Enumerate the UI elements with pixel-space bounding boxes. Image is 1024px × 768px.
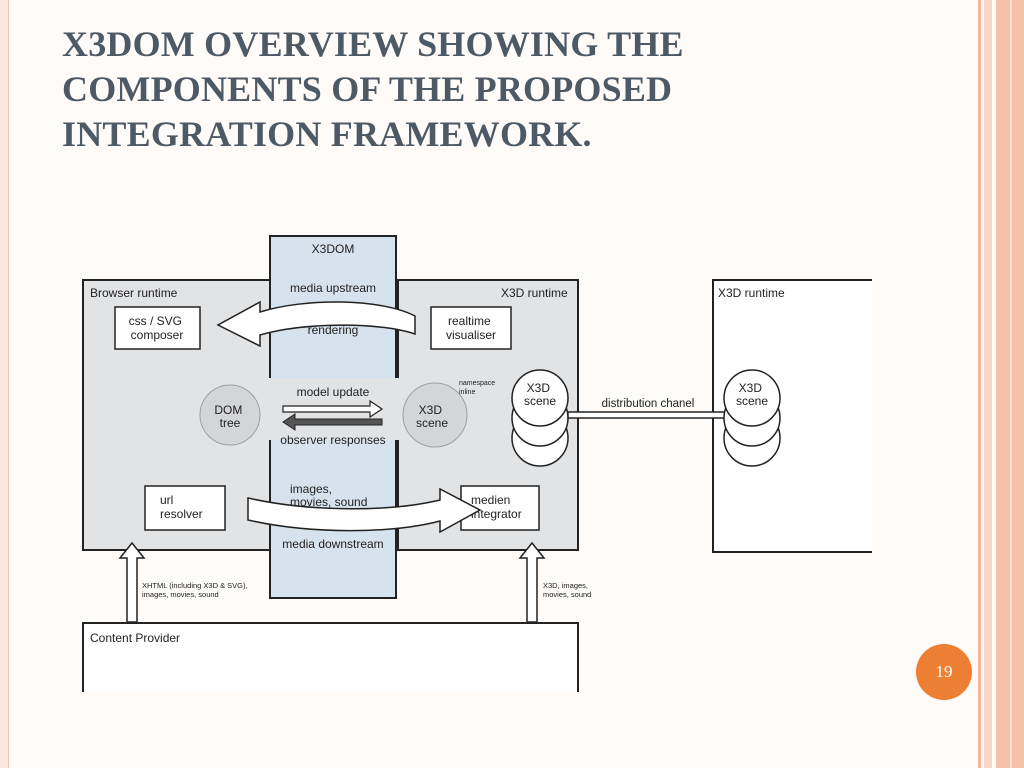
observer-responses-label: observer responses	[280, 433, 385, 447]
distribution-channel-bar	[567, 411, 727, 419]
realtime-visualiser-line: realtime	[448, 314, 491, 328]
dom-tree-node	[199, 384, 261, 446]
namespace-inline-line: namespace	[459, 380, 495, 387]
css-svg-composer-box	[114, 306, 201, 350]
dom-tree-line: tree	[220, 416, 241, 430]
css-svg-composer-label: css / SVG composer	[129, 314, 186, 342]
images-movies-sound-line: images,	[290, 482, 332, 496]
slide-title: X3DOM OVERVIEW SHOWING THE COMPONENTS OF…	[62, 24, 684, 154]
x3d-scene-inner-label: X3D scene	[416, 403, 448, 430]
x3d-scene-stack-line: X3D	[527, 381, 551, 395]
model-update-arrow	[282, 399, 384, 419]
x3d-scene-inner-node	[402, 382, 468, 448]
content-provider-box	[82, 622, 579, 692]
url-resolver-line: resolver	[160, 507, 203, 521]
left-decorative-border	[0, 0, 9, 768]
page-number-badge: 19	[916, 644, 972, 700]
realtime-visualiser-label: realtime visualiser	[446, 314, 496, 342]
url-resolver-line: url	[160, 493, 173, 507]
left-input-note: XHTML (including X3D & SVG), images, mov…	[142, 581, 250, 599]
x3d-scene-stack-disc	[511, 369, 569, 427]
x3d-scene-remote-disc	[723, 369, 781, 427]
x3d-runtime-label: X3D runtime	[501, 286, 568, 300]
media-upstream-label: media upstream	[290, 281, 376, 295]
x3d-scene-remote-line: scene	[736, 394, 768, 408]
dom-tree-label: DOM tree	[214, 403, 245, 430]
rendering-label: rendering	[308, 323, 359, 337]
media-downstream-label: media downstream	[282, 537, 383, 551]
realtime-visualiser-line: visualiser	[446, 328, 496, 342]
left-input-note-line: images, movies, sound	[142, 590, 219, 599]
browser-runtime-label: Browser runtime	[90, 286, 178, 300]
url-resolver-label: url resolver	[160, 493, 203, 521]
media-integrator-label: medien integrator	[471, 493, 522, 521]
right-input-arrow	[518, 541, 546, 623]
dom-tree-line: DOM	[214, 403, 242, 417]
x3d-scene-stack-label: X3D scene	[524, 381, 556, 408]
right-input-note-line: movies, sound	[543, 590, 591, 599]
x3d-scene-inner-line: scene	[416, 416, 448, 430]
namespace-inline-label: namespace inline	[459, 380, 497, 396]
css-svg-composer-line: css / SVG	[129, 314, 182, 328]
url-resolver-box	[144, 485, 226, 531]
right-decorative-stripe	[984, 0, 992, 768]
x3dom-diagram: Browser runtime X3D runtime X3DOM X3D ru…	[70, 230, 890, 700]
x3d-scene-stack-line: scene	[524, 394, 556, 408]
namespace-inline-line: inline	[459, 389, 475, 396]
right-input-note: X3D, images, movies, sound	[543, 581, 591, 599]
x3d-scene-remote-label: X3D scene	[736, 381, 768, 408]
media-integrator-line: medien	[471, 493, 510, 507]
right-decorative-stripe	[1010, 0, 1012, 768]
css-svg-composer-line: composer	[131, 328, 184, 342]
observer-response-arrow	[282, 413, 383, 431]
images-movies-sound-line: movies, sound	[290, 495, 367, 509]
left-input-note-line: XHTML (including X3D & SVG),	[142, 581, 248, 590]
realtime-visualiser-box	[430, 306, 512, 350]
content-provider-label: Content Provider	[90, 631, 180, 645]
right-decorative-stripe	[978, 0, 981, 768]
x3d-scene-inner-line: X3D	[419, 403, 443, 417]
left-input-arrow	[118, 541, 146, 623]
x3d-runtime-remote-label: X3D runtime	[718, 286, 785, 300]
x3d-scene-remote-line: X3D	[739, 381, 763, 395]
distribution-channel-label: distribution chanel	[602, 398, 695, 410]
x3dom-label: X3DOM	[312, 242, 355, 256]
media-upstream-arrow	[216, 300, 416, 348]
media-integrator-line: integrator	[471, 507, 522, 521]
model-update-label: model update	[297, 385, 370, 399]
right-input-note-line: X3D, images,	[543, 581, 588, 590]
images-movies-sound-label: images, movies, sound	[290, 482, 367, 509]
media-downstream-arrow	[247, 487, 482, 534]
